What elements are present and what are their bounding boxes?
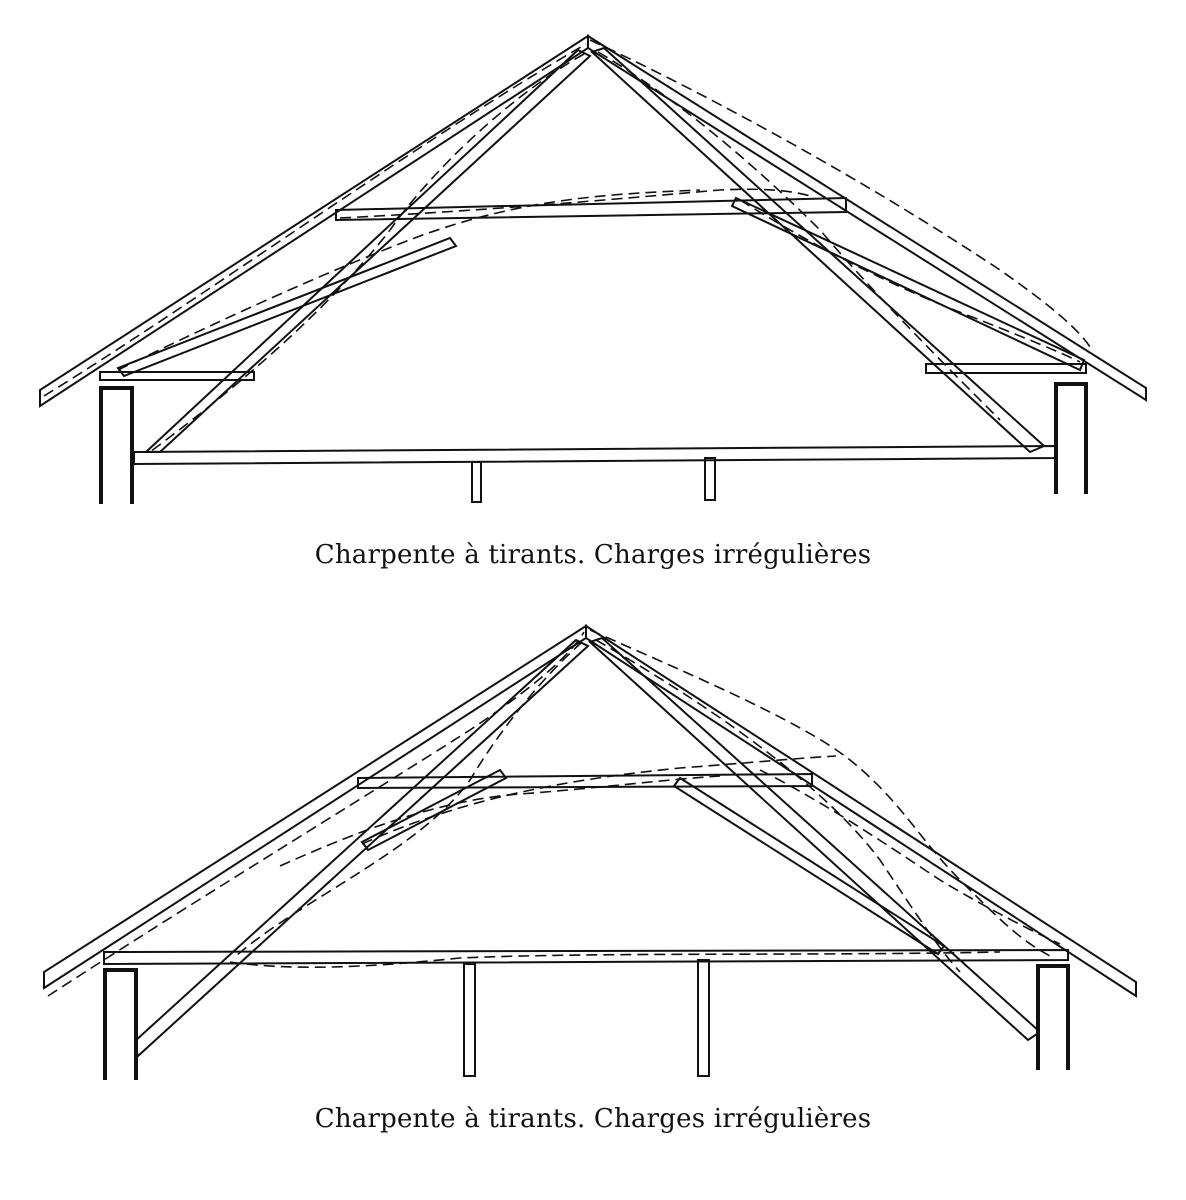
post-right xyxy=(704,457,716,501)
deformed-left-brace xyxy=(117,189,701,371)
deformed-collar xyxy=(361,755,837,845)
left-wall-plate xyxy=(99,371,255,381)
deformed-left-rafter xyxy=(43,43,587,397)
left-lower-brace xyxy=(116,236,458,378)
deformed-right-strut xyxy=(597,51,1001,421)
deformed-right-brace xyxy=(759,769,1061,945)
collar-beam xyxy=(335,196,847,222)
post-left xyxy=(471,461,482,503)
caption-2: Charpente à tirants. Charges irrégulière… xyxy=(314,1104,872,1134)
deformed-left-strut xyxy=(149,53,585,453)
right-diagonal-strut xyxy=(590,46,1046,454)
left-wall xyxy=(99,386,134,504)
deformed-right-rafter xyxy=(589,39,1093,351)
right-wall-plate xyxy=(925,363,1087,374)
caption-1: Charpente à tirants. Charges irrégulière… xyxy=(314,540,872,570)
deformed-left-rafter xyxy=(47,631,585,997)
left-rafter xyxy=(43,624,587,990)
truss-drawing-1 xyxy=(39,34,1147,504)
deformed-right-rafter xyxy=(589,629,1051,957)
left-wall xyxy=(103,968,138,1080)
deformed-collar xyxy=(339,188,811,219)
right-rafter xyxy=(587,34,1147,402)
tie-beam xyxy=(103,948,1069,966)
right-wall xyxy=(1036,964,1070,1070)
right-wall xyxy=(1054,382,1088,494)
left-diagonal-strut xyxy=(132,638,590,1058)
deformed-right-brace xyxy=(739,199,1081,363)
right-diagonal-strut xyxy=(588,636,1042,1042)
left-lower-brace xyxy=(360,768,508,852)
post-left xyxy=(463,963,476,1077)
right-lower-brace xyxy=(730,196,1086,372)
left-rafter xyxy=(39,34,589,408)
truss-diagram-1: Charpente à tirants. Charges irrégulière… xyxy=(0,0,1186,590)
deformed-right-strut xyxy=(595,639,961,973)
deformed-tie-beam xyxy=(229,951,1001,969)
post-right xyxy=(697,959,710,1077)
truss-drawing-2 xyxy=(43,624,1137,1080)
left-diagonal-strut xyxy=(143,48,592,453)
deformed-left-brace xyxy=(279,775,721,867)
right-lower-brace xyxy=(672,776,946,956)
deformed-left-strut xyxy=(235,641,583,957)
tie-beam xyxy=(133,444,1059,466)
truss-diagram-2: Charpente à tirants. Charges irrégulière… xyxy=(0,600,1186,1134)
right-rafter xyxy=(585,624,1137,998)
collar-beam xyxy=(357,772,813,790)
